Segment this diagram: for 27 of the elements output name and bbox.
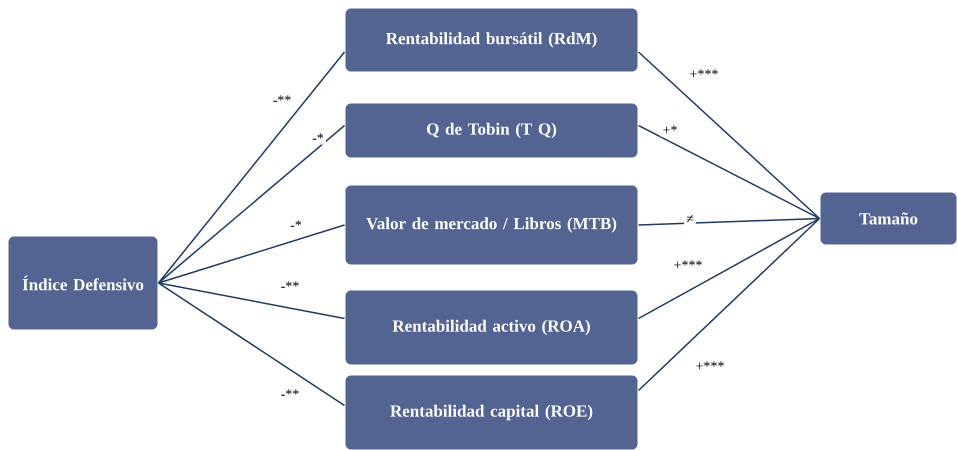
edge-label: -* — [288, 218, 304, 232]
connector-line — [158, 282, 345, 320]
connector-line — [638, 218, 820, 226]
edge-label: -** — [270, 93, 294, 107]
process-box: Rentabilidad activo (ROA) — [344, 290, 638, 366]
process-box: Índice Defensivo — [8, 236, 158, 330]
process-box: Q de Tobin (T Q) — [344, 102, 638, 158]
connector-line — [638, 218, 820, 392]
edge-label: +* — [660, 123, 680, 137]
connector-line — [158, 124, 345, 284]
edge-label: +*** — [694, 359, 726, 373]
connector-line — [158, 282, 345, 406]
connector-line — [638, 124, 820, 220]
process-box: Valor de mercado / Libros (MTB) — [344, 184, 638, 266]
connector-line — [158, 52, 346, 284]
edge-label: -** — [278, 279, 302, 293]
edge-label: +*** — [688, 67, 720, 81]
process-box: Rentabilidad capital (ROE) — [344, 374, 638, 450]
process-box: Tamaño — [820, 192, 958, 246]
edge-label: -* — [310, 131, 326, 145]
connector-line — [638, 51, 820, 220]
connector-line — [638, 218, 820, 320]
edge-label: ≠ — [684, 212, 696, 226]
edge-label: +*** — [672, 258, 704, 272]
process-box: Rentabilidad bursátil (RdM) — [344, 8, 638, 72]
edge-label: -** — [278, 387, 302, 401]
connector-line — [158, 224, 345, 284]
